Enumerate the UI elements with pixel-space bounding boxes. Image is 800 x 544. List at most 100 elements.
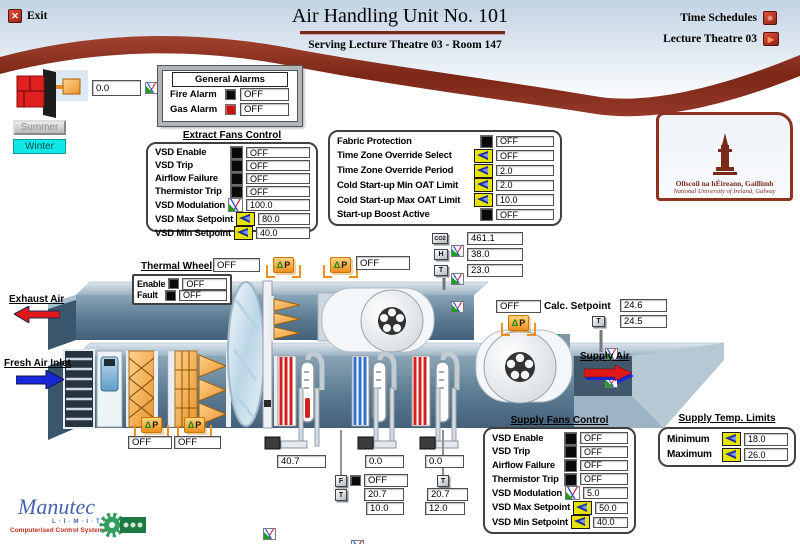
setpoint-field[interactable]: 2.0 [496, 179, 554, 192]
setpoint-icon[interactable] [570, 515, 590, 530]
co2-trend-icon[interactable] [451, 245, 464, 257]
winter-button[interactable]: Winter [13, 139, 66, 154]
university-name-english: National University of Ireland, Galway [673, 188, 776, 195]
exit-label[interactable]: Exit [27, 10, 48, 22]
heating-valve-trend-icon[interactable] [263, 528, 276, 540]
control-row: Cold Start-up Max OAT Limit 10.0 [337, 193, 554, 208]
humidity-sensor-icon: H [434, 249, 448, 260]
setpoint-icon[interactable] [474, 163, 493, 178]
row-label: VSD Modulation [492, 487, 563, 499]
setpoint-field[interactable]: 2.0 [496, 164, 554, 177]
header-swoosh-graphic [0, 0, 800, 117]
fresh-air-arrow-icon [16, 370, 64, 389]
status-indicator-icon [165, 289, 176, 301]
trend-icon[interactable] [228, 198, 244, 212]
university-crest-icon [712, 133, 737, 175]
row-label: Thermistor Trip [492, 473, 559, 485]
heating-valve-position-field: 40.7 [277, 455, 326, 468]
supply-air-arrow-icon [584, 364, 634, 384]
row-label: VSD Max Setpoint [155, 213, 234, 225]
extract-fans-title: Extract Fans Control [182, 130, 282, 141]
ccs-gear-logo-icon [99, 512, 146, 538]
cooling-valve-trend-icon[interactable] [351, 540, 364, 544]
panel-filter-dp-status-field: OFF [128, 436, 172, 449]
row-label: VSD Min Setpoint [492, 516, 568, 528]
setpoint-field[interactable]: OFF [496, 149, 554, 162]
bag-filter [167, 350, 231, 428]
control-row: VSD Min Setpoint 40.0 [492, 515, 628, 530]
thermal-wheel-graphic [227, 280, 273, 429]
outside-air-trend-icon[interactable] [145, 82, 158, 94]
setpoint-icon[interactable] [474, 148, 493, 163]
lecture-theatre-arrow-icon[interactable]: ▶ [763, 32, 779, 46]
temp-trend-icon[interactable] [451, 301, 464, 313]
humidity-trend-icon[interactable] [451, 273, 464, 285]
calc-setpoint-trend-icon[interactable] [605, 348, 618, 360]
setpoint-icon[interactable] [573, 500, 593, 515]
setpoint-icon[interactable] [722, 447, 741, 462]
setpoint-field[interactable]: 26.0 [744, 448, 788, 462]
offcoil-temp-sensor-icon: T [335, 489, 347, 501]
setpoint-icon[interactable] [474, 178, 493, 193]
row-label: Maximum [667, 449, 712, 461]
setpoint-field[interactable]: 40.0 [255, 227, 310, 239]
exhaust-air-label: Exhaust Air [9, 294, 65, 305]
status-field: OFF [182, 278, 227, 290]
offcoil-setpoint-field[interactable]: 10.0 [366, 502, 404, 515]
fire-alarm-status-field: OFF [240, 88, 289, 101]
setpoint-icon[interactable] [722, 432, 741, 447]
extract-fan [317, 287, 435, 353]
status-field: OFF [246, 159, 310, 172]
row-label: Cold Start-up Max OAT Limit [337, 194, 461, 206]
status-field: OFF [246, 146, 310, 159]
heating-coil [274, 351, 325, 427]
setpoint-icon[interactable] [236, 212, 256, 226]
setpoint-field[interactable]: 18.0 [744, 432, 788, 446]
status-indicator-icon [564, 472, 577, 486]
humidity-value-field: 38.0 [467, 248, 523, 261]
status-field: OFF [246, 172, 310, 185]
summer-button[interactable]: Summer [13, 120, 66, 135]
reheat-setpoint-field[interactable]: 12.0 [425, 502, 465, 515]
setpoint-icon[interactable] [233, 226, 253, 240]
offcoil-temp-field: 20.7 [364, 488, 404, 501]
row-label: Fabric Protection [337, 135, 412, 147]
status-indicator-icon [230, 146, 243, 159]
exit-icon[interactable]: ✕ [8, 9, 22, 23]
university-logo: Ollscoil na hÉireann, Gaillimh National … [656, 112, 793, 201]
row-label: Cold Start-up Min OAT Limit [337, 179, 459, 191]
manutec-limited-text: L·I·M·I·T·E·D [52, 519, 127, 525]
thermal-wheel-title: Thermal Wheel [141, 261, 213, 272]
status-indicator-icon [230, 159, 243, 172]
co2-value-field: 461.1 [467, 232, 523, 245]
setpoint-icon[interactable] [474, 193, 493, 208]
setpoint-field[interactable]: 50.0 [595, 502, 628, 514]
trend-icon[interactable] [565, 486, 581, 501]
setpoint-field[interactable]: 10.0 [496, 194, 554, 206]
gas-alarm-indicator-icon [225, 104, 236, 115]
page-title: Air Handling Unit No. 101 [291, 5, 509, 27]
row-label: VSD Enable [492, 432, 544, 444]
setpoint-field[interactable]: 40.0 [592, 516, 628, 529]
setpoint-field[interactable]: 80.0 [258, 213, 310, 225]
exhaust-air-arrow-icon [14, 306, 60, 323]
row-label: Thermistor Trip [155, 186, 222, 197]
time-schedules-button-icon[interactable]: ✳ [763, 11, 777, 25]
lecture-theatre-link[interactable]: Lecture Theatre 03 [663, 33, 757, 45]
time-schedules-link[interactable]: Time Schedules [680, 12, 757, 24]
status-indicator-icon [230, 185, 243, 198]
